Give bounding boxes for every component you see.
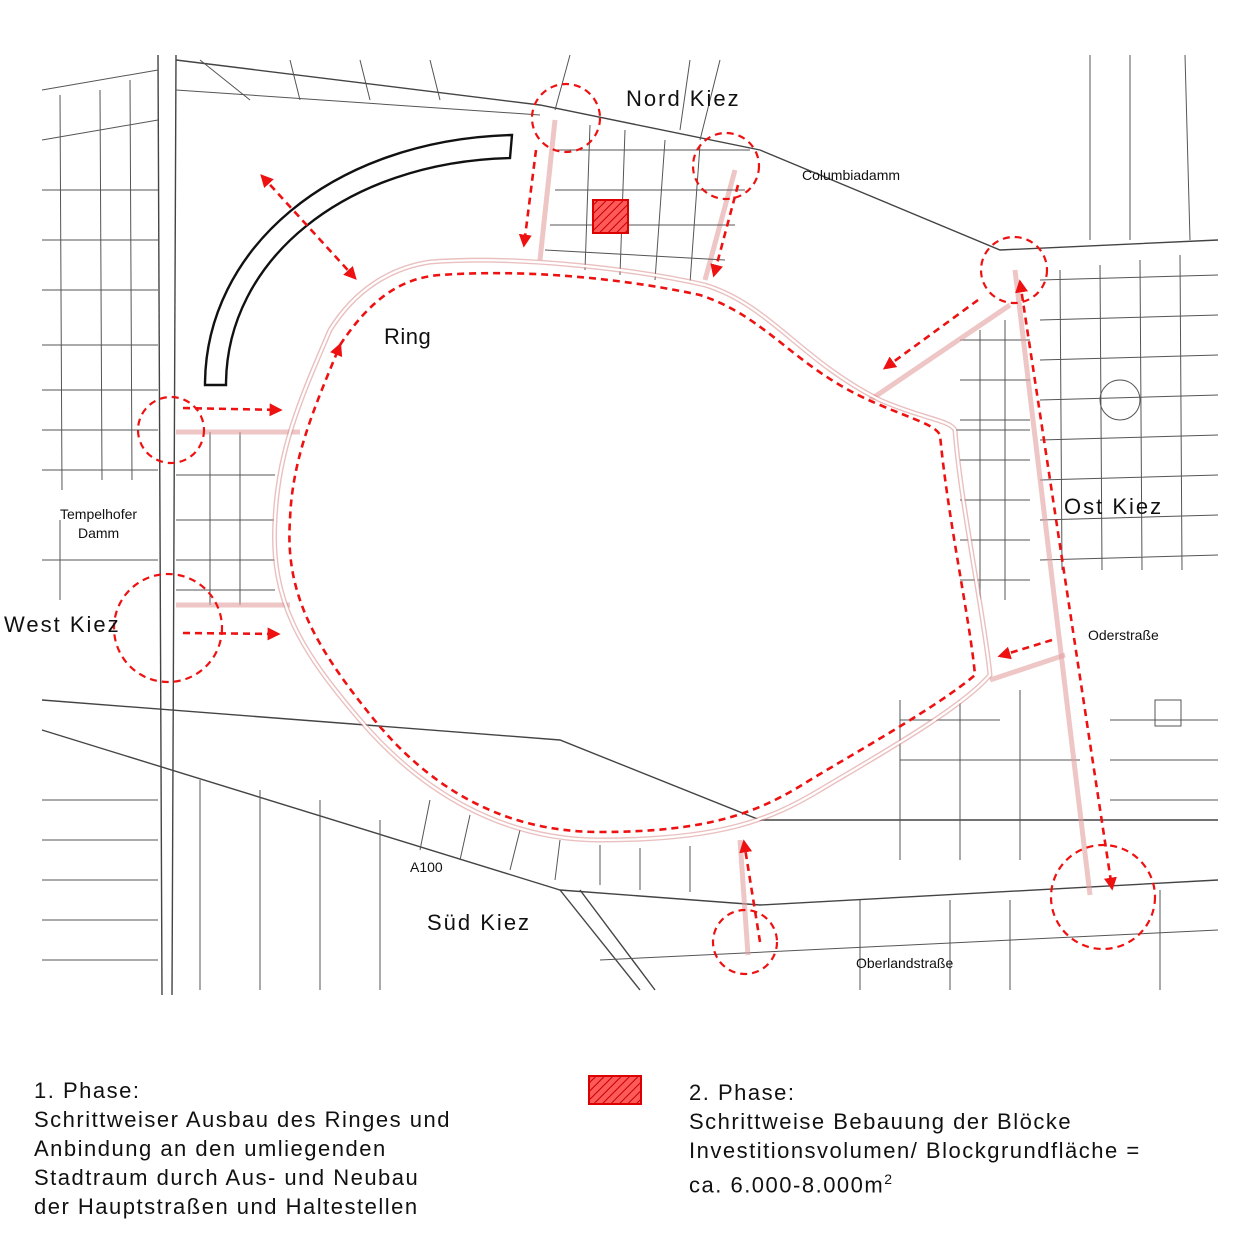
legend-phase1-line2: Anbindung an den umliegenden xyxy=(34,1136,387,1161)
phase2-block xyxy=(592,199,629,234)
legend-phase2-line3-sup: 2 xyxy=(884,1171,894,1187)
ring-dashed-route xyxy=(288,271,977,834)
legend-phase2-line3-main: ca. 6.000-8.000m xyxy=(689,1172,885,1198)
label-oderstrasse: Oderstraße xyxy=(1088,627,1159,643)
label-nord-kiez: Nord Kiez xyxy=(626,86,741,111)
legend-hatch-swatch xyxy=(588,1075,642,1105)
label-ring: Ring xyxy=(384,324,431,349)
stop-circle-ost-north xyxy=(979,235,1049,305)
legend-phase2-title: 2. Phase: xyxy=(689,1080,796,1105)
ring-road xyxy=(271,257,993,843)
label-columbiadamm: Columbiadamm xyxy=(802,167,900,183)
stop-circle-nord-east xyxy=(691,131,761,201)
legend-phase2: 2. Phase: Schrittweise Bebauung der Blöc… xyxy=(689,1078,1141,1199)
stop-circle-west-north xyxy=(136,395,206,465)
stop-circle-nord-west xyxy=(530,82,602,154)
label-oberlandstrasse: Oberlandstraße xyxy=(856,955,953,971)
legend-phase1-line3: Stadtraum durch Aus- und Neubau xyxy=(34,1165,420,1190)
stop-circle-ost-south xyxy=(1049,843,1157,951)
connection-arrows xyxy=(182,149,1117,943)
legend-phase2-line3: ca. 6.000-8.000m2 xyxy=(689,1165,1141,1199)
label-west-kiez: West Kiez xyxy=(4,612,121,637)
label-tempelhofer-damm-2: Damm xyxy=(78,525,119,541)
label-ost-kiez: Ost Kiez xyxy=(1064,494,1163,519)
map-labels: Nord Kiez Columbiadamm Ring Tempelhofer … xyxy=(4,86,1163,971)
legend-phase1-line1: Schrittweiser Ausbau des Ringes und xyxy=(34,1107,451,1132)
site-map: Nord Kiez Columbiadamm Ring Tempelhofer … xyxy=(4,54,1219,996)
legend-phase1-line4: der Hauptstraßen und Haltestellen xyxy=(34,1194,419,1219)
label-tempelhofer-damm-1: Tempelhofer xyxy=(60,506,137,522)
label-a100: A100 xyxy=(410,859,443,875)
legend-phase2-line1: Schrittweise Bebauung der Blöcke xyxy=(689,1109,1073,1134)
legend-phase1: 1. Phase: Schrittweiser Ausbau des Ringe… xyxy=(34,1076,451,1221)
legend-phase2-line2: Investitionsvolumen/ Blockgrundfläche = xyxy=(689,1138,1141,1163)
label-sued-kiez: Süd Kiez xyxy=(427,910,531,935)
stop-circle-sued xyxy=(711,908,779,976)
stop-circle-west-south xyxy=(112,572,224,684)
legend-phase1-title: 1. Phase: xyxy=(34,1078,141,1103)
stop-circles xyxy=(112,82,1157,976)
map-background-streets xyxy=(41,54,1219,996)
